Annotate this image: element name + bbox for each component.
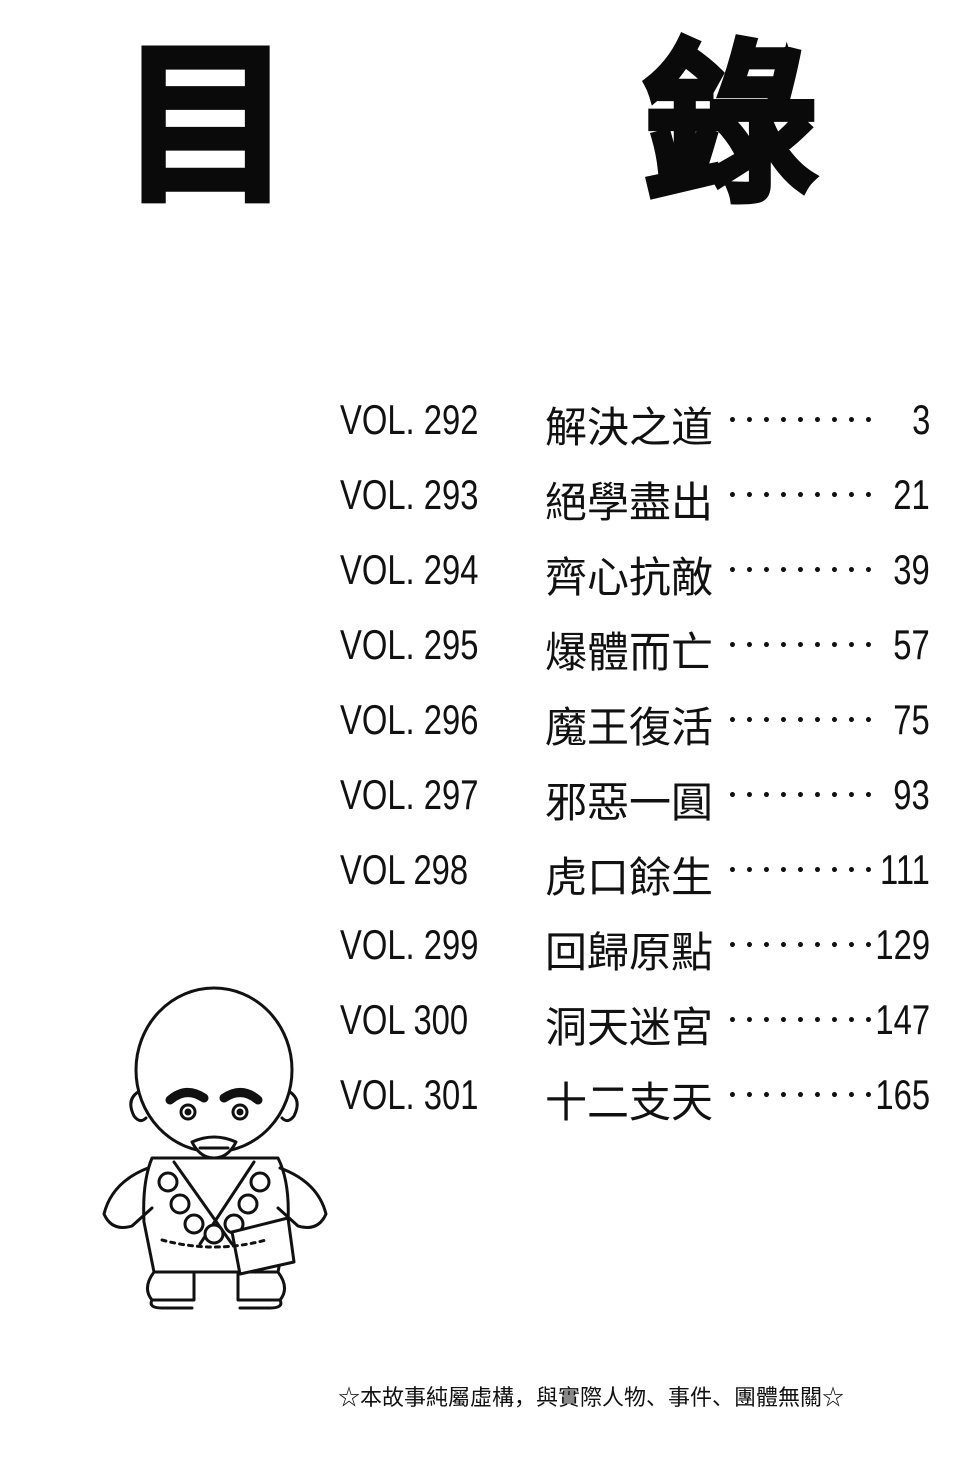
toc-page-number: 147 <box>875 996 930 1043</box>
toc-page-number: 93 <box>893 771 930 818</box>
toc-row[interactable]: VOL. 301 十二支天 ･････････ 165 <box>340 1065 940 1140</box>
toc-leader-dots: ･････････ <box>725 405 878 438</box>
toc-chapter-title: 解決之道 <box>545 403 714 452</box>
toc-volume: VOL. 301 <box>340 1071 479 1118</box>
toc-page-number: 57 <box>893 621 930 668</box>
disclaimer-text: ☆本故事純屬虛構，與實際人物、事件、團體無關☆ <box>338 1386 845 1411</box>
toc-leader-dots: ･････････ <box>725 630 878 663</box>
toc-leader-dots: ･････････ <box>725 1080 878 1113</box>
toc-volume: VOL 298 <box>340 846 469 893</box>
toc-row[interactable]: VOL 298 虎口餘生 ･････････ 111 <box>340 840 940 915</box>
toc-chapter-title: 洞天迷宮 <box>545 1003 714 1052</box>
toc-row[interactable]: VOL. 296 魔王復活 ･････････ 75 <box>340 690 940 765</box>
toc-volume: VOL. 294 <box>340 546 479 593</box>
toc-page-number: 3 <box>911 396 930 443</box>
toc-row[interactable]: VOL. 299 回歸原點 ･････････ 129 <box>340 915 940 990</box>
toc-leader-dots: ･････････ <box>725 1005 878 1038</box>
toc-page-number: 165 <box>875 1071 930 1118</box>
toc-volume: VOL. 293 <box>340 471 479 518</box>
toc-chapter-title: 邪惡一圓 <box>545 778 714 827</box>
toc-chapter-title: 爆體而亡 <box>545 628 714 677</box>
toc-leader-dots: ･････････ <box>725 780 878 813</box>
toc-leader-dots: ･････････ <box>725 855 878 888</box>
toc-row[interactable]: VOL 300 洞天迷宮 ･････････ 147 <box>340 990 940 1065</box>
page-title: 目 錄 <box>117 25 906 226</box>
toc-volume: VOL. 292 <box>340 396 479 443</box>
toc-page-number: 129 <box>875 921 930 968</box>
toc-leader-dots: ･････････ <box>725 705 878 738</box>
toc-row[interactable]: VOL. 294 齊心抗敵 ･････････ 39 <box>340 540 940 615</box>
toc-row[interactable]: VOL. 293 絕學盡出 ･････････ 21 <box>340 465 940 540</box>
toc-page-number: 111 <box>880 846 930 893</box>
toc-chapter-title: 十二支天 <box>545 1078 714 1127</box>
toc-volume: VOL. 299 <box>340 921 479 968</box>
toc-chapter-title: 回歸原點 <box>545 928 714 977</box>
toc-volume: VOL. 297 <box>340 771 479 818</box>
toc-row[interactable]: VOL. 297 邪惡一圓 ･････････ 93 <box>340 765 940 840</box>
toc-page-number: 39 <box>893 546 930 593</box>
toc-leader-dots: ･････････ <box>725 555 878 588</box>
toc-leader-dots: ･････････ <box>725 480 878 513</box>
toc-chapter-title: 絕學盡出 <box>545 478 714 527</box>
table-of-contents: VOL. 292 解決之道 ･････････ 3 VOL. 293 絕學盡出 … <box>340 390 940 1140</box>
toc-volume: VOL. 296 <box>340 696 479 743</box>
bald-monk-character-icon <box>102 986 328 1310</box>
toc-chapter-title: 魔王復活 <box>545 703 714 752</box>
toc-chapter-title: 齊心抗敵 <box>545 553 714 602</box>
toc-row[interactable]: VOL. 295 爆體而亡 ･････････ 57 <box>340 615 940 690</box>
toc-page-number: 75 <box>893 696 930 743</box>
toc-row[interactable]: VOL. 292 解決之道 ･････････ 3 <box>340 390 940 465</box>
toc-page-number: 21 <box>893 471 930 518</box>
toc-volume: VOL. 295 <box>340 621 479 668</box>
toc-leader-dots: ･････････ <box>725 930 878 963</box>
toc-chapter-title: 虎口餘生 <box>545 853 714 902</box>
toc-volume: VOL 300 <box>340 996 469 1043</box>
